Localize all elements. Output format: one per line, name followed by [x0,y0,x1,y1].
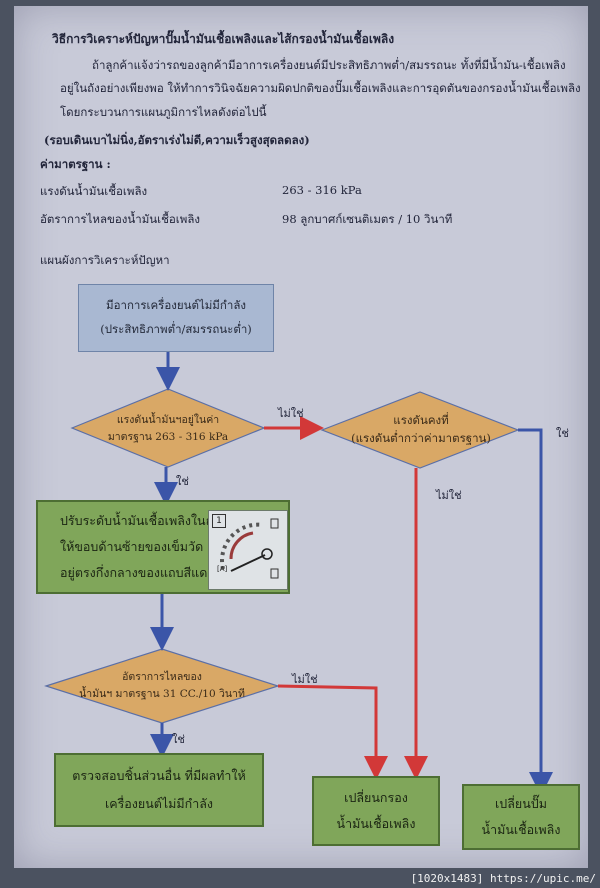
label-d3-no: ไม่ใช่ [292,673,318,686]
adjust-line-2: ให้ขอบด้านซ้ายของเข็มวัด [60,539,204,554]
arrow-d3-no [277,684,388,780]
symptom-note: (รอบเดินเบาไม่นิ่ง,อัตราเร่งไม่ดี,ความเร… [44,133,310,147]
chart-heading: แผนผังการวิเคราะห์ปัญหา [40,253,170,267]
pump-line-2: น้ำมันเชื้อเพลิง [481,822,561,837]
replace-filter-box: เปลี่ยนกรอง น้ำมันเชื้อเพลิง [312,776,440,846]
filter-line-1: เปลี่ยนกรอง [344,790,408,805]
decision-pressure-line-1: แรงดันน้ำมันฯอยู่ในค่า [116,414,220,426]
adjust-line-3: อยู่ตรงกึ่งกลางของแถบสีแดง [60,565,214,580]
start-line-2: (ประสิทธิภาพต่ำ/สมรรถนะต่ำ) [100,322,252,336]
decision-pressure-text: แรงดันน้ำมันฯอยู่ในค่า มาตรฐาน 263 - 316… [94,407,242,449]
gauge-step-badge: 1 [212,514,226,528]
label-d2-yes: ใช่ [556,427,569,440]
intro-line-3: โดยกระบวนการแผนภูมิการไหลดังต่อไปนี้ [60,105,267,119]
pump-line-1: เปลี่ยนปั๊ม [495,796,547,811]
check-other-parts-box: ตรวจสอบชิ้นส่วนอื่น ที่มีผลทำให้ เครื่อง… [54,753,264,827]
gauge-needle-icon [220,518,279,579]
decision-flow-text: อัตราการไหลของ น้ำมันฯ มาตรฐาน 31 CC./10… [72,664,252,706]
fuel-gauge-illustration: 1 [A] [208,510,288,590]
label-d2-no: ไม่ใช่ [436,489,462,502]
spec-pressure-value: 263 - 316 kPa [282,183,362,197]
intro-line-1: ถ้าลูกค้าแจ้งว่ารถของลูกค้ามีอาการเครื่อ… [92,58,566,72]
spec-flow-value: 98 ลูกบาศก์เซนติเมตร / 10 วินาที [282,212,453,226]
intro-line-2: อยู่ในถังอย่างเพียงพอ ให้ทำการวินิจฉัยคว… [60,81,581,95]
spec-pressure-label: แรงดันน้ำมันเชื้อเพลิง [40,184,148,198]
start-line-1: มีอาการเครื่องยนต์ไม่มีกำลัง [106,298,246,312]
filter-line-2: น้ำมันเชื้อเพลิง [336,816,416,831]
decision-pressure-line-2: มาตรฐาน 263 - 316 kPa [107,431,229,443]
decision-steady-line-2: (แรงดันต่ำกว่าค่ามาตรฐาน) [351,431,491,445]
check-line-1: ตรวจสอบชิ้นส่วนอื่น ที่มีผลทำให้ [72,768,246,783]
label-d3-yes: ใช่ [172,733,185,746]
label-d1-yes: ใช่ [176,475,189,488]
decision-flow-line-1: อัตราการไหลของ [122,671,202,683]
arrow-d2-yes [518,428,553,796]
decision-steady-line-1: แรงดันคงที่ [393,413,449,427]
check-line-2: เครื่องยนต์ไม่มีกำลัง [104,796,214,811]
replace-pump-box: เปลี่ยนปั๊ม น้ำมันเชื้อเพลิง [462,784,580,850]
standards-heading: ค่ามาตรฐาน : [40,157,111,171]
spec-flow-label: อัตราการไหลของน้ำมันเชื้อเพลิง [40,212,200,226]
source-watermark: [1020x1483] https://upic.me/ [410,872,596,885]
decision-flow-line-2: น้ำมันฯ มาตรฐาน 31 CC./10 วินาที [79,688,245,700]
gauge-label: [A] [217,565,228,573]
start-symptom-box: มีอาการเครื่องยนต์ไม่มีกำลัง (ประสิทธิภา… [78,284,274,352]
adjust-line-1: ปรับระดับน้ำมันเชื้อเพลิงในถัง [60,513,220,528]
label-d1-no: ไม่ใช่ [278,407,304,420]
decision-steady-text: แรงดันคงที่ (แรงดันต่ำกว่าค่ามาตรฐาน) [348,408,494,452]
document-title: วิธีการวิเคราะห์ปัญหาปั๊มน้ำมันเชื้อเพลิ… [52,32,395,46]
